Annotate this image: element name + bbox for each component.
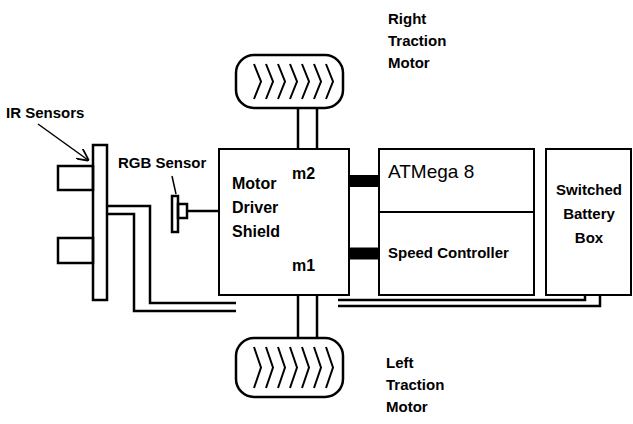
sensor-label: IR Sensors <box>6 102 96 124</box>
battery-box: Switched Battery Box <box>545 148 632 296</box>
box-title: Motor Driver Shield <box>232 172 308 244</box>
leader-line <box>38 124 88 160</box>
tread-chevron <box>302 347 309 388</box>
box-title: ATMega 8 <box>388 160 528 184</box>
battery-wire <box>338 296 600 306</box>
right-wheel <box>236 55 343 108</box>
left-axle <box>297 296 300 338</box>
ir-sensor-bar <box>93 145 107 300</box>
tread-chevron <box>254 347 261 388</box>
connector-stub <box>350 175 378 187</box>
tread-chevron <box>326 64 333 99</box>
rgb-sensor <box>178 204 187 218</box>
motor-driver-box: Motor Driver Shieldm2 m1 <box>218 148 350 296</box>
tread-chevron <box>290 64 297 99</box>
tread-chevron <box>266 347 273 388</box>
tread-chevron <box>266 64 273 99</box>
left-axle <box>316 296 319 338</box>
tread-chevron <box>314 347 321 388</box>
tread-chevron <box>278 347 285 388</box>
tread-chevron <box>302 64 309 99</box>
ir-sensor <box>58 238 93 263</box>
ir-wire <box>107 214 236 311</box>
microcontroller-box: ATMega 8 <box>378 148 535 214</box>
tread-chevron <box>290 347 297 388</box>
leader-line <box>172 176 176 194</box>
box-title: Speed Controller <box>388 241 528 265</box>
tread-chevron <box>254 64 261 99</box>
port-label: m2 <box>292 162 322 186</box>
motor-label: Right Traction Motor <box>388 8 466 74</box>
motor-label: Left Traction Motor <box>386 352 464 418</box>
tread-chevron <box>278 64 285 99</box>
port-label: m1 <box>292 254 322 278</box>
battery-wire <box>338 296 585 300</box>
speed-controller-box: Speed Controller <box>378 211 535 296</box>
right-axle <box>297 108 300 148</box>
tread-chevron <box>326 347 333 388</box>
rgb-wire <box>187 210 218 213</box>
right-axle <box>316 108 319 148</box>
sensor-label: RGB Sensor <box>118 152 218 174</box>
connector-stub <box>350 248 378 260</box>
ir-sensor <box>58 166 93 190</box>
tread-chevron <box>314 64 321 99</box>
ir-wire <box>107 206 236 303</box>
left-wheel <box>236 338 343 397</box>
box-title: Switched Battery Box <box>551 178 627 250</box>
